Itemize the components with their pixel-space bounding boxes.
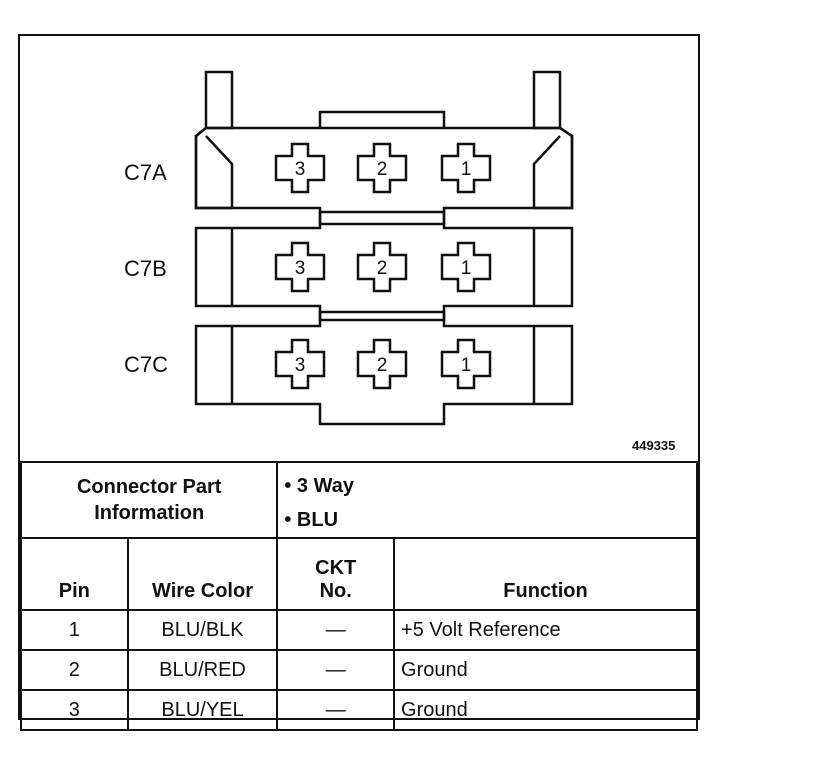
pin-number: 1 [461,258,472,279]
pin-number: 3 [295,355,306,376]
table-row: 3 BLU/YEL — Ground [20,689,698,731]
row-label-c7c: C7C [124,352,168,377]
connector-c7c-body [194,310,574,426]
connector-diagram: 3 2 1 3 2 1 3 2 1 C7A C7B C7C 449335 [124,70,675,453]
pin-number: 2 [377,258,388,279]
cell-pin: 2 [20,649,129,691]
left-latch-arm [204,70,234,130]
cell-ckt: — [276,649,396,691]
pin-number: 3 [295,159,306,180]
cell-function: Ground [393,649,698,691]
pin-number: 1 [461,355,472,376]
cell-wire-color: BLU/RED [126,649,279,691]
right-latch-arm [532,70,562,130]
header-pin: Pin [20,537,129,611]
part-info-label-line1: Connector Part [76,476,222,498]
cell-function: Ground [393,689,698,731]
header-function: Function [393,537,698,611]
cell-wire-color: BLU/YEL [126,689,279,731]
part-info-item: • BLU [284,509,339,531]
header-wire-color: Wire Color [126,537,279,611]
pin-cavity [440,142,492,194]
pin-cavity [356,142,408,194]
pin-cavity [440,241,492,293]
cell-ckt: — [276,609,396,651]
part-info-label-line2: Information [94,502,205,524]
header-ckt-line2: No. [319,580,352,602]
pin-cavity [274,142,326,194]
connector-info-table: Connector Part Information • 3 Way • BLU… [19,461,698,731]
figure-ref-number: 449335 [632,438,675,453]
cell-function: +5 Volt Reference [393,609,698,651]
row-label-c7a: C7A [124,160,167,185]
part-info-item: • 3 Way [284,475,354,497]
header-ckt-no: CKT No. [276,537,396,611]
pin-cavity [274,338,326,390]
pin-number: 2 [377,355,388,376]
pin-number: 2 [377,159,388,180]
table-row: 2 BLU/RED — Ground [20,649,698,691]
pin-cavity [356,338,408,390]
pin-cavity [274,241,326,293]
pin-number: 3 [295,258,306,279]
table-row: 1 BLU/BLK — +5 Volt Reference [20,609,698,651]
header-ckt-line1: CKT [315,557,357,579]
pin-cavity [440,338,492,390]
part-info-label: Connector Part Information [19,461,279,539]
part-info-values: • 3 Way • BLU [276,461,698,539]
cell-pin: 1 [20,609,129,651]
connector-c7b-body [194,210,574,322]
pin-cavity [356,241,408,293]
cell-wire-color: BLU/BLK [126,609,279,651]
pin-number: 1 [461,159,472,180]
cell-ckt: — [276,689,396,731]
row-label-c7b: C7B [124,256,167,281]
cell-pin: 3 [20,689,129,731]
